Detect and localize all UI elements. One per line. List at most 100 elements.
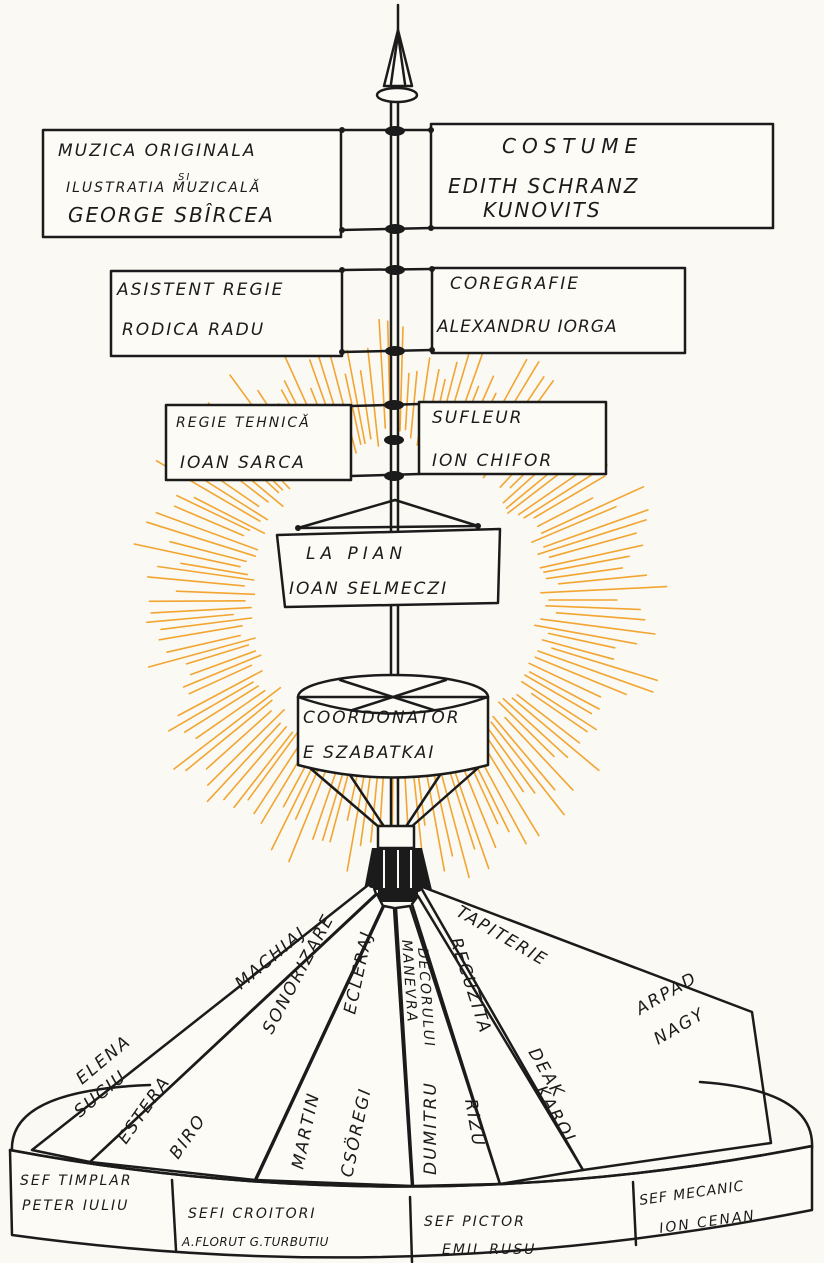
manevra-name1: DUMITRU	[421, 1081, 441, 1175]
pian-box: LA PIAN IOAN SELMECZI	[275, 498, 502, 609]
costume-box	[429, 122, 775, 230]
coregrafie-title: COREGRAFIE	[450, 274, 580, 294]
spire-icon	[375, 3, 419, 104]
coordonator-title: COORDONATOR	[303, 708, 461, 728]
sun-ray	[504, 716, 574, 791]
sun-ray	[188, 664, 253, 695]
sun-ray	[543, 509, 649, 548]
sun-ray	[557, 574, 648, 585]
carousel-panels: MACHIAJ ELENA SUCIU SONORIZARE ESTERA BI…	[30, 880, 773, 1188]
sun-ray	[185, 699, 273, 772]
sun-ray	[536, 497, 594, 528]
sun-ray	[516, 693, 581, 744]
sun-ray	[147, 637, 256, 668]
coregrafie-name: ALEXANDRU IORGA	[436, 317, 618, 337]
sun-ray	[146, 521, 257, 558]
sun-ray	[193, 496, 266, 535]
sun-ray	[555, 611, 646, 621]
sun-ray	[520, 680, 598, 731]
sun-ray	[545, 604, 642, 611]
top-boxes: MUZICA ORIGINALA SI ILUSTRATIA MUZICALĂ …	[41, 122, 775, 239]
sun-ray	[511, 697, 600, 772]
sun-ray	[547, 632, 616, 649]
sun-ray	[169, 540, 247, 563]
sun-ray	[531, 505, 617, 544]
pictor-title: SEF PICTOR	[424, 1214, 526, 1230]
pian-title: LA PIAN	[306, 544, 407, 564]
coordonator-name: E SZABATKAI	[303, 743, 435, 763]
sun-ray	[233, 731, 294, 809]
sun-ray	[166, 634, 241, 654]
sun-ray	[545, 567, 624, 580]
costume-title: COSTUME	[502, 134, 643, 158]
sun-ray	[540, 585, 668, 594]
regie-box	[164, 403, 353, 482]
sun-ray	[537, 519, 647, 556]
coregrafie-box	[430, 266, 687, 355]
regie-name: IOAN SARCA	[180, 453, 306, 473]
sun-ray	[173, 686, 282, 770]
sun-ray	[502, 697, 569, 759]
sun-ray	[524, 674, 593, 715]
manevra-title2: DECORULUI	[414, 947, 437, 1048]
sun-ray	[247, 726, 303, 801]
sun-ray	[183, 685, 259, 734]
costume-name2: KUNOVITS	[483, 198, 602, 222]
sun-ray	[180, 562, 248, 576]
asistent-name: RODICA RADU	[122, 320, 265, 340]
pian-name: IOAN SELMECZI	[289, 579, 448, 599]
sun-ray	[537, 650, 654, 693]
sun-ray	[177, 670, 263, 717]
regie-title: REGIE TEHNICĂ	[176, 414, 311, 431]
sun-ray	[173, 505, 245, 537]
sun-ray	[492, 715, 556, 791]
sun-ray	[528, 662, 602, 698]
sun-ray	[543, 555, 630, 574]
sun-ray	[205, 710, 272, 770]
sun-ray	[485, 735, 525, 793]
sun-ray	[551, 647, 659, 682]
sufleur-title: SUFLEUR	[432, 408, 523, 428]
sun-ray	[155, 511, 259, 551]
sun-ray	[366, 347, 380, 447]
sun-ray	[378, 318, 387, 429]
asistent-title: ASISTENT REGIE	[116, 280, 284, 300]
timplar-title: SEF TIMPLAR	[20, 1173, 133, 1189]
sun-ray	[540, 485, 645, 534]
base-platform: SEF TIMPLAR PETER IULIU SEFI CROITORI A.…	[8, 1080, 814, 1263]
costume-name1: EDITH SCHRANZ	[448, 174, 640, 198]
sun-ray	[175, 590, 256, 596]
sun-ray	[399, 326, 404, 432]
sun-ray	[404, 372, 410, 431]
sun-ray	[206, 722, 282, 803]
sun-ray	[533, 475, 606, 519]
sun-ray	[548, 532, 637, 559]
mid-boxes: ASISTENT REGIE RODICA RADU COREGRAFIE AL…	[109, 265, 687, 358]
sun-ray	[182, 654, 262, 688]
muzica-line1: MUZICA ORIGINALA	[58, 141, 257, 161]
sun-ray	[490, 721, 565, 816]
sun-ray	[207, 708, 285, 787]
sun-ray	[147, 576, 245, 587]
sun-ray	[344, 373, 362, 446]
sun-ray	[157, 565, 255, 581]
sun-ray	[485, 725, 536, 794]
sun-ray	[534, 624, 638, 645]
sun-ray	[195, 689, 266, 740]
sun-ray	[539, 544, 644, 569]
sun-ray	[540, 618, 656, 635]
small-boxes: REGIE TEHNICĂ IOAN SARCA SUFLEUR ION CHI…	[164, 400, 608, 482]
sun-ray	[146, 613, 234, 624]
sun-ray	[189, 650, 257, 676]
sun-ray	[530, 692, 588, 733]
muzica-line3: ILUSTRATIA MUZICALĂ	[66, 179, 261, 196]
croitori-title: SEFI CROITORI	[188, 1206, 316, 1222]
croitori-name: A.FLORUT G.TURBUTIU	[181, 1235, 329, 1249]
asistent-box	[109, 269, 344, 358]
sun-ray	[528, 671, 600, 710]
muzica-name: GEORGE SBÎRCEA	[68, 203, 275, 227]
panel-tapiterie	[418, 884, 773, 1172]
sufleur-name: ION CHIFOR	[432, 451, 553, 471]
sun-ray	[517, 474, 577, 516]
manevra-title1: MANEVRA	[398, 939, 420, 1024]
